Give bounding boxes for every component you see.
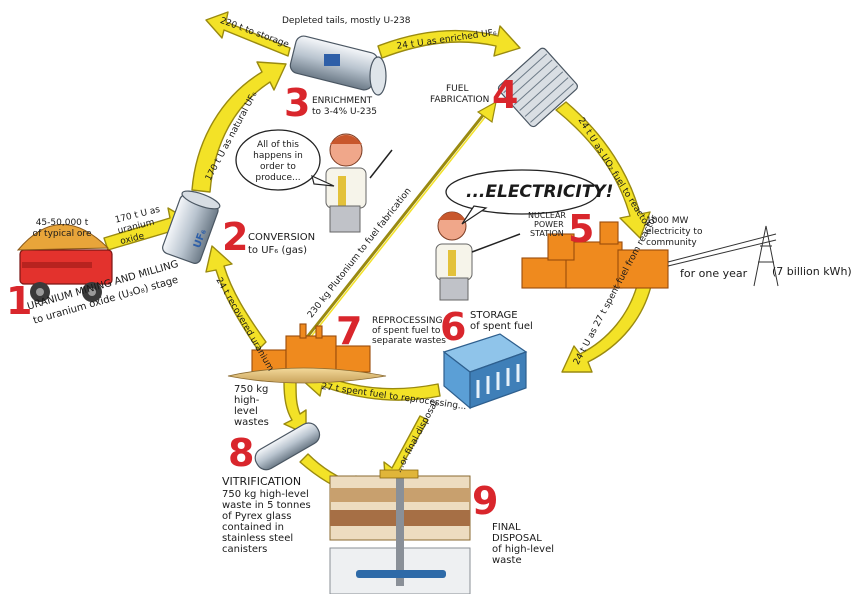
electricity-year-label: for one year [680,267,748,280]
step-3-subtitle: to 3-4% U-235 [312,107,378,117]
arrow-recovered [205,245,267,351]
step-5-mid: POWER [534,220,564,229]
flow-hlw-label: 750 kg high-level wastes [234,384,269,428]
step-6-subtitle: of spent fuel [470,321,533,332]
step-5-title: NUCLEAR [528,211,566,220]
electricity-kwh-label: (7 billion kWh) [772,265,852,278]
reprocessing-ground [227,367,387,384]
step-4-subtitle: FABRICATION [430,95,490,105]
step-7-mid: of spent fuel to [372,326,441,336]
arrow-spent [561,281,653,373]
step-9-title: FINAL [492,522,521,533]
plutonium-arrowhead [476,100,497,124]
glass-canister [254,422,321,471]
step-7-subtitle: separate wastes [372,336,446,346]
step-8-title: VITRIFICATION [222,475,302,488]
step-2-title: CONVERSION [248,232,316,243]
step-4-title: FUEL [446,84,469,94]
speech-text: All of this happens in order to produce.… [253,140,303,183]
step-5-number: 5 [568,207,595,251]
repository-section [329,469,471,594]
step-6-title: STORAGE [470,310,518,321]
step-4-number: 4 [492,73,519,117]
arrow-hlw [283,381,307,435]
step-5-subtitle: STATION [530,229,564,238]
arrow-enriched [377,25,521,59]
step-9-last: waste [492,555,522,566]
plutonium-line [298,113,487,349]
ore-amount-label: 45-50,000 t of typical ore [32,218,92,239]
electricity-shout: ...ELECTRICITY! [466,182,614,202]
step-6-number: 6 [440,305,467,349]
fuel-assembly [497,47,578,128]
step-1-number: 1 [6,279,33,323]
power-station [521,221,669,289]
enrichment-cylinder [289,35,387,96]
step-9-mid: DISPOSAL [492,533,542,544]
arrow-natural [191,61,287,193]
step-9-subtitle: of high-level [492,544,555,555]
storage-pool [442,333,528,410]
scientist-figure-top [325,133,393,233]
speech-bubble-top [235,129,321,191]
uf6-drum [162,190,221,264]
mining-truck [16,224,113,302]
step-2-number: 2 [222,215,249,259]
flow-depleted-label: Depleted tails, mostly U-238 [282,16,411,26]
step-3-title: ENRICHMENT [312,96,373,106]
step-9-number: 9 [472,479,499,523]
step-7-number: 7 [336,309,363,353]
arrow-depleted [205,11,291,57]
arrow-uo2 [555,101,651,239]
step-3-number: 3 [284,81,311,125]
speech-bubble-electricity [445,169,599,215]
step-8-body: 750 kg high-level waste in 5 tonnes of P… [222,489,311,555]
transmission-line [667,225,779,287]
step-2-subtitle: to UF₆ (gas) [248,245,307,256]
scientist-figure-reactor [435,211,521,301]
step-8-number: 8 [228,431,255,475]
step-7-title: REPROCESSING [372,316,443,326]
reprocessing-plant [251,323,371,373]
electricity-output-label: 1000 MW electricity to community [646,216,703,248]
